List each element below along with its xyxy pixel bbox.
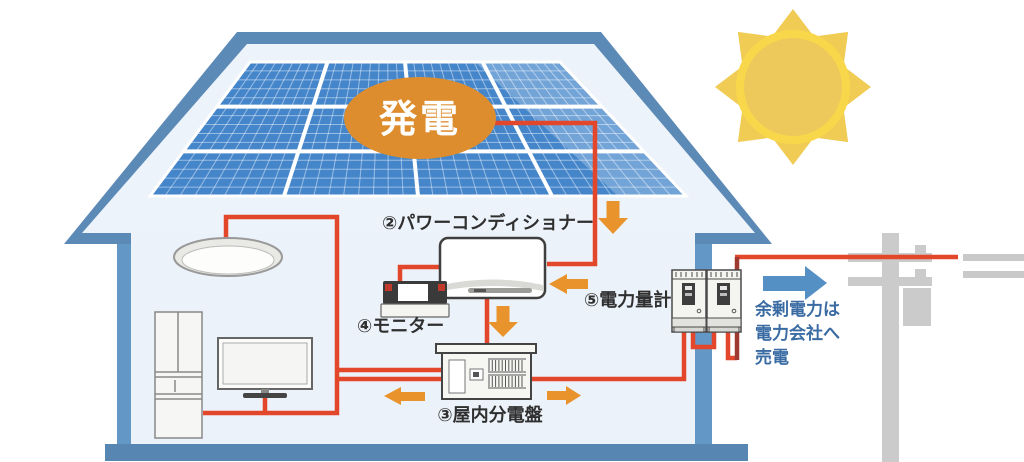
flow-arrow-left-icon bbox=[549, 274, 588, 294]
wire-board-to-meter bbox=[530, 331, 687, 382]
wire-meter-to-drop bbox=[725, 331, 737, 361]
sell-power-blue-arrow-icon bbox=[763, 266, 827, 300]
distribution-board-label: ③屋内分電盤 bbox=[437, 404, 543, 426]
surplus-text-line1: 余剰電力は bbox=[754, 299, 840, 320]
meter-box bbox=[706, 269, 742, 333]
grid-line-upper bbox=[963, 254, 1024, 261]
electricity-meter-label: ⑤電力量計 bbox=[584, 289, 671, 311]
surplus-text-line2: 電力会社へ bbox=[755, 323, 840, 344]
flow-arrow-left-icon bbox=[384, 387, 425, 405]
refrigerator-icon bbox=[154, 311, 203, 439]
flow-arrows bbox=[384, 201, 628, 405]
wire-panels-to-conditioner bbox=[478, 120, 598, 267]
flow-arrow-right-icon bbox=[547, 386, 581, 405]
generation-badge: 発電 bbox=[344, 77, 496, 159]
solar-panel-array-icon bbox=[147, 60, 690, 198]
surplus-text-line3: 売電 bbox=[755, 347, 789, 368]
wire-meter-loop bbox=[690, 331, 717, 350]
flow-arrow-down-icon bbox=[488, 306, 518, 337]
panel-highlight bbox=[475, 62, 686, 196]
sun-icon bbox=[715, 9, 871, 165]
distribution-board-icon bbox=[435, 343, 537, 400]
monitor-device-icon bbox=[380, 281, 450, 318]
wire-lamp-appliance-circuit bbox=[203, 214, 340, 416]
electricity-meter-icon bbox=[671, 269, 742, 333]
wire-circuits-to-board bbox=[337, 367, 443, 382]
house-floor bbox=[105, 444, 748, 461]
generation-label: 発電 bbox=[379, 97, 461, 141]
tv-icon bbox=[217, 337, 313, 398]
power-conditioner-icon bbox=[438, 236, 547, 300]
grid-line-lower bbox=[963, 271, 1024, 278]
flow-arrow-down-icon bbox=[598, 201, 628, 234]
monitor-label: ④モニター bbox=[357, 316, 444, 337]
power-conditioner-label: ②パワーコンディショナー bbox=[382, 212, 594, 234]
ceiling-light-icon bbox=[173, 237, 283, 277]
wire-conditioner-to-monitor bbox=[397, 264, 443, 282]
surplus-sell-text: 余剰電力は 電力会社へ 売電 bbox=[754, 299, 840, 368]
utility-pole-icon bbox=[848, 233, 1024, 462]
meter-box bbox=[671, 269, 707, 333]
